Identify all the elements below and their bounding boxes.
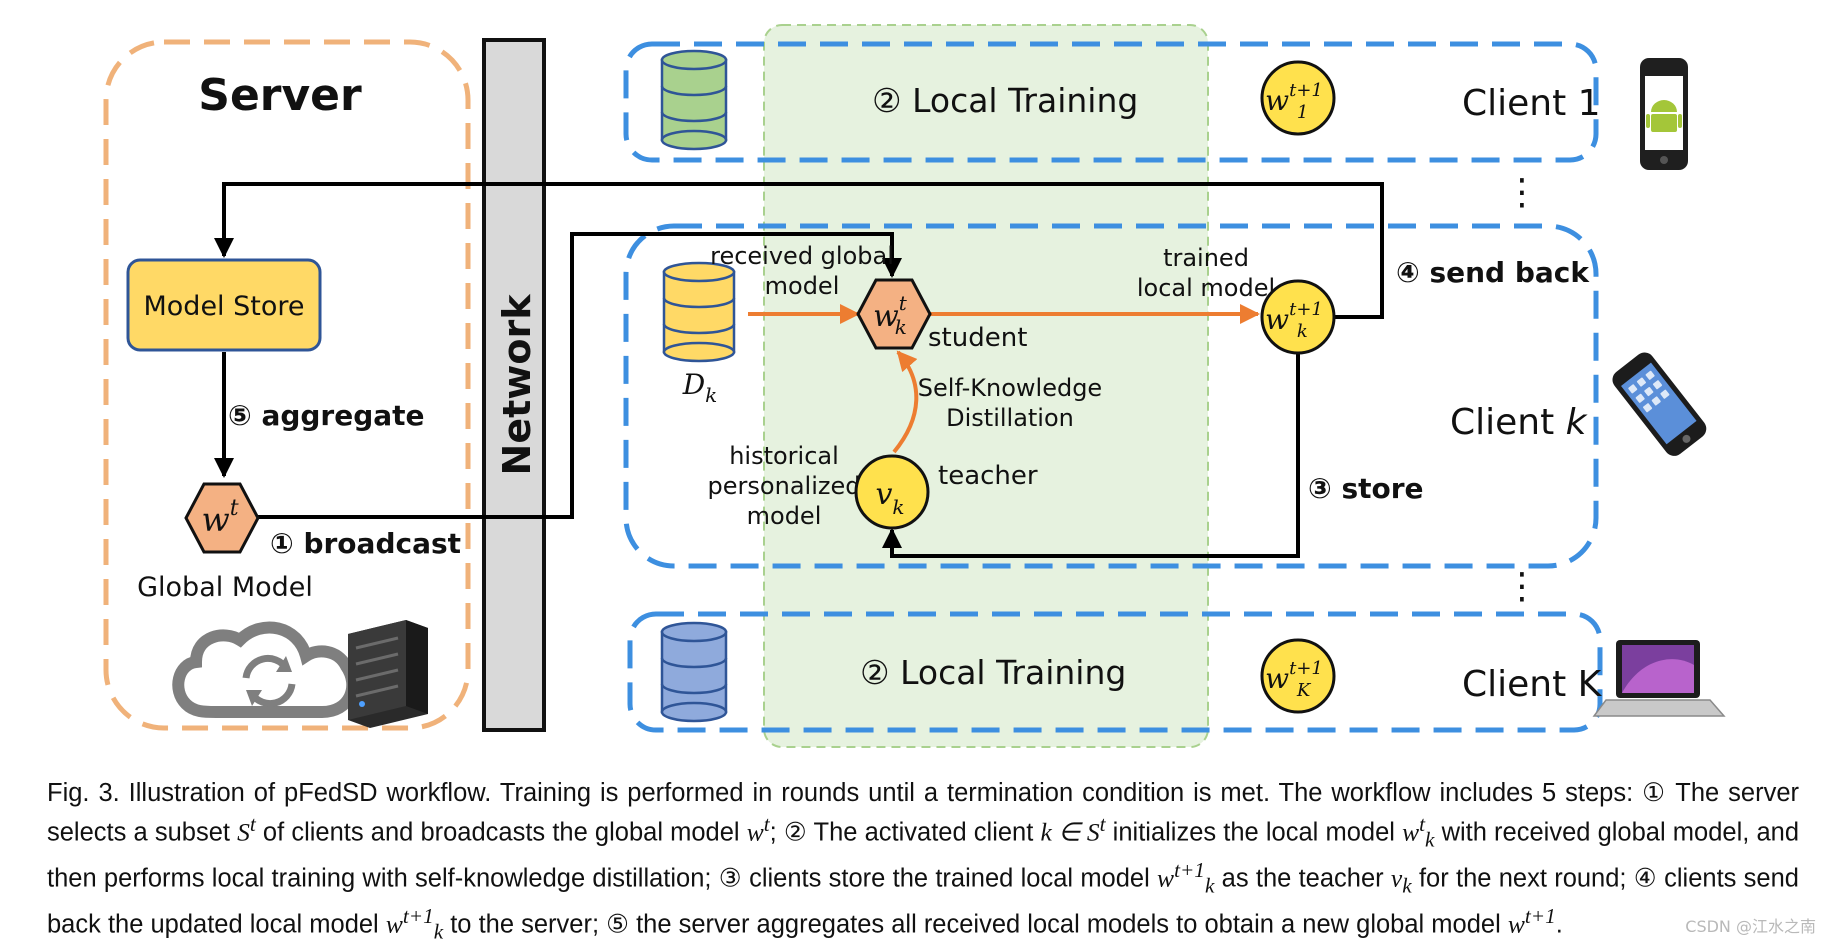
caption-math: t <box>249 811 256 836</box>
caption-math: k <box>1402 873 1412 898</box>
client-k-label: Client k <box>1450 402 1589 443</box>
network-label: Network <box>495 294 539 476</box>
teacher-circle <box>854 454 930 530</box>
caption-math: S <box>237 817 250 846</box>
caption-math: w <box>1402 817 1420 846</box>
caption-text: initializes the local model <box>1105 818 1403 846</box>
global-weight-label: wt <box>201 496 238 539</box>
aggregate-label: ⑤ aggregate <box>228 399 425 432</box>
caption-math: w <box>1507 909 1525 939</box>
pfedsd-workflow-diagram: Server Network Model Store ⑤ aggregate w… <box>103 24 1726 748</box>
caption-math: k <box>1204 873 1215 898</box>
ellipsis-upper: ⋮ <box>1504 172 1540 213</box>
model-store-box <box>126 258 322 352</box>
network-bar <box>482 38 546 732</box>
model-store-label: Model Store <box>143 291 304 322</box>
cloud-sync-icon <box>172 621 359 718</box>
laptop-icon <box>1592 640 1726 717</box>
server-box <box>103 39 471 731</box>
caption-math: t+1 <box>1174 857 1205 882</box>
caption-math: k <box>433 919 444 944</box>
teacher-weight: vk <box>875 477 904 519</box>
caption-math: v <box>1390 863 1403 893</box>
caption-math: w <box>746 817 764 846</box>
caption-text: ; ② The activated client <box>769 818 1041 846</box>
database-icon <box>660 49 728 151</box>
trained-model-circle <box>1260 279 1336 355</box>
caption-math: k <box>1424 827 1435 852</box>
figure-caption: Fig. 3. Illustration of pFedSD workflow.… <box>47 778 1799 947</box>
store-arrow <box>882 352 1300 558</box>
caption-math: t+1 <box>1524 903 1556 928</box>
server-title: Server <box>198 70 362 121</box>
distillation-arrow <box>892 350 919 454</box>
client-1-local-training: ② Local Training <box>872 81 1138 120</box>
caption-text: . <box>1555 910 1563 939</box>
database-icon <box>662 261 736 363</box>
send-back-label: ④ send back <box>1396 256 1590 289</box>
teacher-label: teacher <box>938 461 1038 491</box>
client-1-weight-circle <box>1260 60 1336 136</box>
send-back-arrow <box>214 182 1384 319</box>
caption-math: w <box>385 909 403 939</box>
caption-text: Fig. 3. Illustration of pFedSD workflow.… <box>47 779 1799 846</box>
caption-text: of clients and broadcasts the global mod… <box>255 818 747 846</box>
student-label: student <box>928 323 1027 353</box>
broadcast-label: ① broadcast <box>270 527 461 560</box>
watermark: CSDN @江水之南 <box>1685 917 1816 936</box>
iphone-icon <box>1612 352 1707 456</box>
caption-text: as the teacher <box>1214 864 1391 893</box>
client-1-label: Client 1 <box>1462 83 1601 124</box>
server-rack-icon <box>348 620 428 728</box>
global-model-hexagon <box>184 482 260 554</box>
client-K-weight-circle <box>1260 638 1336 714</box>
client-K-local-training: ② Local Training <box>860 653 1126 692</box>
client-1-box <box>623 41 1599 163</box>
caption-text: to the server; ⑤ the server aggregates a… <box>443 910 1508 939</box>
broadcast-arrow <box>256 232 902 519</box>
store-label: ③ store <box>1308 472 1424 505</box>
android-phone-icon <box>1640 58 1688 170</box>
caption-math: t <box>763 811 770 836</box>
caption-math: w <box>1157 863 1175 893</box>
global-model-label: Global Model <box>137 572 313 603</box>
caption-math: k ∈ S <box>1040 817 1100 846</box>
caption-text: for the next round; ④ clients send back … <box>47 864 1799 939</box>
caption-math: t <box>1419 811 1425 836</box>
caption-text: with received global model, and then per… <box>47 818 1800 893</box>
ellipsis-lower: ⋮ <box>1504 566 1540 607</box>
student-hexagon <box>856 278 932 350</box>
caption-math: t <box>1099 811 1106 836</box>
caption-math: t+1 <box>402 903 434 928</box>
client-K-label: Client K <box>1462 664 1603 705</box>
dataset-label: Dk <box>682 368 718 407</box>
database-icon <box>660 621 728 723</box>
client-K-box <box>627 611 1603 733</box>
client-k-box <box>623 223 1599 569</box>
